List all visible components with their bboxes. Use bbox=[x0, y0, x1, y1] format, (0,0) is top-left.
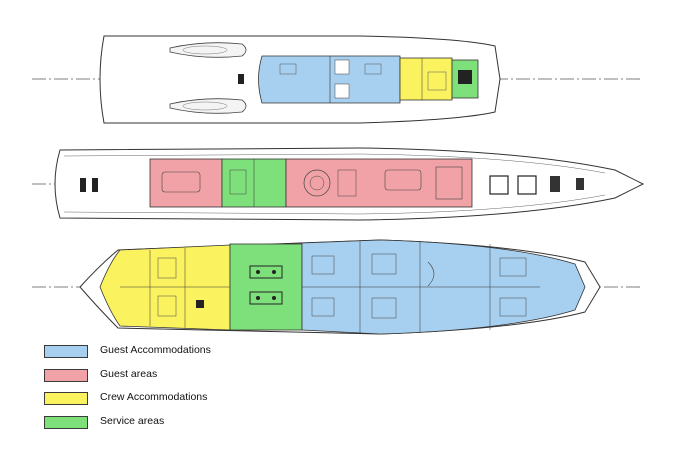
main-deck bbox=[32, 147, 645, 221]
tender-boat bbox=[169, 98, 247, 114]
legend-label: Crew Accommodations bbox=[100, 391, 208, 403]
legend-item-guest-accommodations: Guest Accommodations bbox=[44, 343, 304, 367]
tender-boat bbox=[169, 42, 247, 58]
service-zone bbox=[229, 243, 303, 331]
yacht-deck-plan bbox=[32, 35, 645, 335]
guest-area-zone bbox=[149, 158, 223, 208]
legend-label: Service areas bbox=[100, 414, 165, 427]
legend-swatch bbox=[44, 392, 88, 405]
lower-deck bbox=[32, 239, 643, 335]
upper-deck bbox=[32, 35, 643, 124]
legend-label: Guest Accommodations bbox=[100, 344, 211, 356]
crew-accommodation-zone bbox=[399, 57, 453, 101]
guest-accommodation-zone bbox=[258, 55, 401, 104]
legend-item-guest-areas: Guest areas bbox=[44, 367, 304, 391]
legend: Guest Accommodations Guest areas Crew Ac… bbox=[44, 343, 304, 437]
legend-swatch bbox=[44, 415, 88, 429]
guest-area-zone bbox=[285, 158, 473, 208]
legend-label: Guest areas bbox=[100, 367, 158, 380]
legend-swatch bbox=[44, 368, 88, 382]
legend-item-crew-accommodations: Crew Accommodations bbox=[44, 390, 304, 414]
legend-swatch bbox=[44, 345, 88, 358]
legend-item-service-areas: Service areas bbox=[44, 414, 304, 438]
